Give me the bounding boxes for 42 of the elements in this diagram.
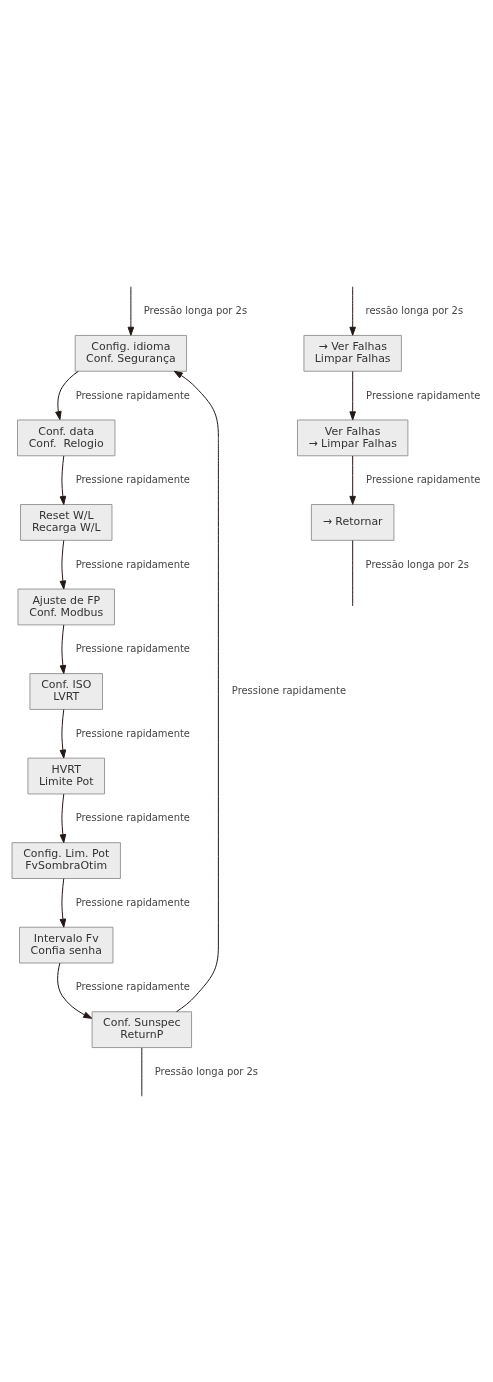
node-box: Config. Lim. Pot FvSombraOtim xyxy=(11,841,121,879)
node-box: Intervalo Fv Confia senha xyxy=(19,926,114,964)
edge-label: Pressão longa por 2s xyxy=(365,558,469,570)
arrow xyxy=(59,793,67,843)
connector xyxy=(141,1046,143,1097)
edge-label: Pressão longa por 2s xyxy=(154,1065,259,1077)
arrow xyxy=(127,285,135,336)
edge-label: Pressione rapidamente xyxy=(366,473,481,485)
arrow xyxy=(349,455,356,505)
node-box: HVRT Limite Pot xyxy=(27,757,105,794)
edge-label: Pressione rapidamente xyxy=(75,558,190,570)
arrow xyxy=(59,539,67,589)
edge-label: Pressione rapidamente xyxy=(75,980,190,992)
arrow xyxy=(55,370,79,420)
arrow xyxy=(59,623,67,674)
arrow xyxy=(59,877,67,928)
edge-label: Pressione rapidamente xyxy=(75,389,190,401)
node-box: Config. idioma Conf. Segurança xyxy=(74,334,188,372)
arrow xyxy=(349,285,356,336)
arrow xyxy=(59,708,67,759)
arrow xyxy=(59,454,67,505)
node-box: Reset W/L Recarga W/L xyxy=(20,503,113,541)
edge-label: Pressione rapidamente xyxy=(75,896,190,908)
node-box: Conf. data Conf. Relogio xyxy=(17,418,116,456)
node-box: Conf. Sunspec ReturnP xyxy=(91,1010,193,1048)
node-box: → Retornar xyxy=(310,503,395,541)
node-box: Ajuste de FP Conf. Modbus xyxy=(17,588,115,625)
edge-label: Pressione rapidamente xyxy=(231,684,347,696)
connector xyxy=(352,539,354,606)
node-box: Conf. ISO LVRT xyxy=(29,672,104,710)
arrow xyxy=(57,962,93,1019)
edge-label: Pressione rapidamente xyxy=(75,473,190,485)
edge-label: Pressione rapidamente xyxy=(75,727,190,739)
arrow xyxy=(349,370,356,420)
edge-label: Pressione rapidamente xyxy=(366,389,481,401)
edge-label: Pressão longa por 2s xyxy=(143,304,248,316)
node-box: Ver Falhas → Limpar Falhas xyxy=(296,418,409,456)
edge-label: Pressione rapidamente xyxy=(75,811,190,823)
node-box: → Ver Falhas Limpar Falhas xyxy=(303,334,402,372)
arrow xyxy=(173,370,219,1012)
edge-label: ressão longa por 2s xyxy=(365,304,464,316)
edge-label: Pressione rapidamente xyxy=(75,642,190,654)
